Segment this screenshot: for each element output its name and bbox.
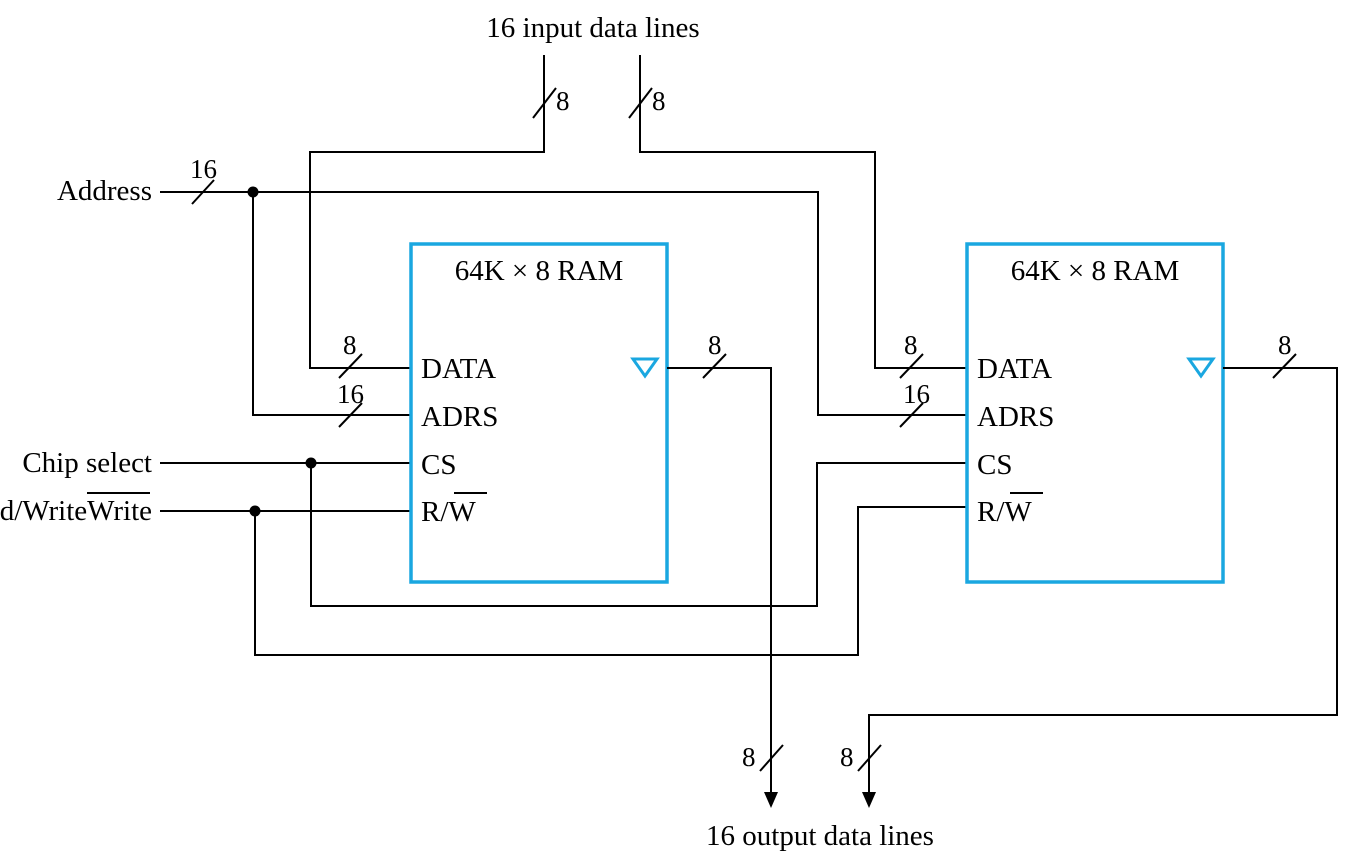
chip1-data-slash bbox=[338, 353, 363, 379]
chip2-data-slash bbox=[899, 353, 924, 379]
ram-chip-2-port-adrs: ADRS bbox=[977, 401, 1054, 433]
input-bus-right-wire bbox=[639, 55, 968, 369]
ram-chip-1-title: 64K × 8 RAM bbox=[455, 255, 624, 287]
ram-chip-2-port-data: DATA bbox=[977, 353, 1052, 385]
chip-select-label: Chip select bbox=[22, 447, 152, 479]
input-bus-right-width: 8 bbox=[652, 86, 666, 116]
ram-chip-1-port-rw-text: R/ bbox=[421, 496, 449, 528]
output-left-width: 8 bbox=[742, 742, 756, 772]
ram-chip-1-port-cs: CS bbox=[421, 449, 456, 481]
input-data-lines-label: 16 input data lines bbox=[486, 12, 699, 44]
read-write-to-chip2-wire bbox=[254, 506, 968, 656]
tristate-buffer-icon bbox=[1186, 357, 1216, 379]
ram-chip-2-title: 64K × 8 RAM bbox=[1011, 255, 1180, 287]
ram-chip-2-port-rw: R/W bbox=[977, 496, 1032, 528]
read-write-label-text: Read/Write bbox=[0, 495, 87, 527]
chip-select-to-chip2-wire bbox=[310, 462, 968, 607]
address-bus-slash bbox=[191, 179, 215, 205]
address-bus-wire bbox=[160, 191, 968, 416]
ram-chip-2-outline bbox=[965, 242, 1225, 584]
ram-chip-1-outline bbox=[409, 242, 669, 584]
output-right-slash bbox=[857, 744, 882, 772]
input-bus-left-wire bbox=[309, 55, 545, 369]
chip1-output-width: 8 bbox=[708, 330, 722, 360]
output-arrow-left-icon bbox=[764, 792, 778, 808]
ram-chip-2-port-cs: CS bbox=[977, 449, 1012, 481]
ram-chip-1-port-data: DATA bbox=[421, 353, 496, 385]
ram-chip-2-port-rw-bar-text: W bbox=[1004, 496, 1032, 528]
read-write-label: Read/WriteWrite bbox=[0, 495, 152, 527]
address-bus-width: 16 bbox=[190, 154, 217, 184]
chip1-output-slash bbox=[702, 353, 727, 379]
output-arrow-right-icon bbox=[862, 792, 876, 808]
ram-chip-1: 64K × 8 RAM DATA ADRS CS R/W bbox=[409, 242, 669, 584]
address-label: Address bbox=[57, 175, 152, 207]
chip2-adrs-slash bbox=[899, 402, 924, 428]
chip2-output-width: 8 bbox=[1278, 330, 1292, 360]
ram-chip-1-port-rw: R/W bbox=[421, 496, 476, 528]
input-bus-right-slash bbox=[628, 87, 653, 119]
chip2-output-wire bbox=[868, 367, 1338, 795]
output-left-slash bbox=[759, 744, 784, 772]
input-bus-left-width: 8 bbox=[556, 86, 570, 116]
input-bus-left-slash bbox=[532, 87, 557, 119]
chip1-data-width: 8 bbox=[343, 330, 357, 360]
chip1-output-wire bbox=[667, 367, 772, 795]
chip2-adrs-width: 16 bbox=[903, 379, 930, 409]
output-data-lines-label: 16 output data lines bbox=[706, 820, 934, 852]
chip1-adrs-slash bbox=[338, 402, 363, 428]
chip1-adrs-width: 16 bbox=[337, 379, 364, 409]
chip2-output-slash bbox=[1272, 353, 1297, 379]
chip2-data-width: 8 bbox=[904, 330, 918, 360]
ram-chip-2: 64K × 8 RAM DATA ADRS CS R/W bbox=[965, 242, 1225, 584]
address-to-chip1-wire bbox=[252, 192, 412, 416]
ram-chip-1-port-rw-bar-text: W bbox=[448, 496, 476, 528]
ram-chip-1-port-adrs: ADRS bbox=[421, 401, 498, 433]
tristate-buffer-icon bbox=[630, 357, 660, 379]
ram-chip-2-port-rw-text: R/ bbox=[977, 496, 1005, 528]
output-right-width: 8 bbox=[840, 742, 854, 772]
read-write-label-overbar-text: Write bbox=[87, 495, 152, 527]
